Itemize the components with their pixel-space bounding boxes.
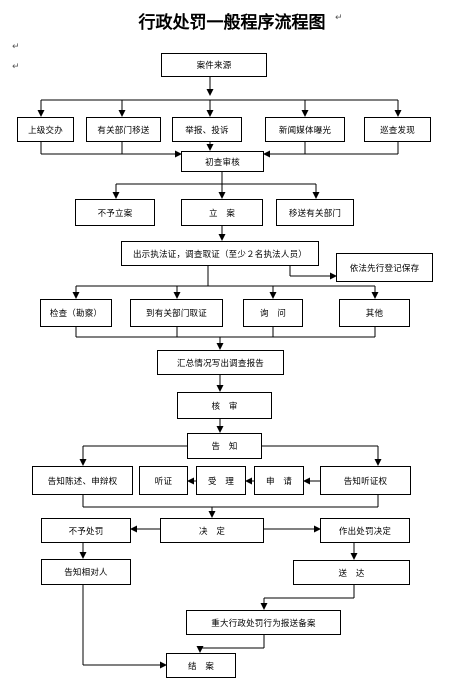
- paragraph-mark: ↵: [335, 13, 343, 23]
- node-patrol-discovery: 巡查发现: [364, 117, 431, 142]
- node-notify-party: 告知相对人: [41, 559, 131, 585]
- node-decide: 决 定: [160, 518, 264, 543]
- node-close-case: 结 案: [166, 653, 236, 678]
- node-inform-hearing: 告知听证权: [320, 466, 411, 495]
- node-preserve: 依法先行登记保存: [336, 253, 433, 282]
- node-other: 其他: [339, 299, 410, 327]
- node-no-case: 不予立案: [75, 199, 155, 226]
- paragraph-mark: ↵: [12, 62, 20, 72]
- node-hearing: 听证: [139, 466, 188, 495]
- node-audit: 核 审: [177, 392, 272, 419]
- node-inquiry: 询 问: [243, 299, 303, 327]
- node-file-case: 立 案: [181, 199, 263, 226]
- node-report-complaint: 举报、投诉: [172, 117, 242, 142]
- node-media-exposure: 新闻媒体曝光: [265, 117, 345, 142]
- node-case-source: 案件来源: [161, 53, 267, 77]
- node-penalty-decision: 作出处罚决定: [320, 518, 410, 543]
- node-dept-evidence: 到有关部门取证: [130, 299, 223, 327]
- node-dept-transfer-in: 有关部门移送: [86, 117, 161, 142]
- node-no-penalty: 不予处罚: [41, 518, 131, 543]
- node-deliver: 送 达: [293, 560, 410, 585]
- node-major-filing: 重大行政处罚行为报送备案: [186, 610, 341, 635]
- node-investigate: 出示执法证，调查取证（至少２名执法人员）: [121, 241, 319, 266]
- node-inspect: 检查（勘察）: [40, 299, 112, 327]
- node-notify: 告 知: [187, 433, 262, 459]
- node-apply: 申 请: [254, 466, 304, 495]
- node-summary-report: 汇总情况写出调查报告: [157, 350, 284, 375]
- node-initial-review: 初查审核: [181, 151, 264, 172]
- page-title: 行政处罚一般程序流程图: [138, 13, 326, 33]
- node-superior-assignment: 上级交办: [17, 117, 74, 142]
- node-transfer-out: 移送有关部门: [276, 199, 354, 226]
- paragraph-mark: ↵: [12, 42, 20, 52]
- node-inform-defense: 告知陈述、申辩权: [32, 466, 133, 495]
- node-accept: 受 理: [196, 466, 246, 495]
